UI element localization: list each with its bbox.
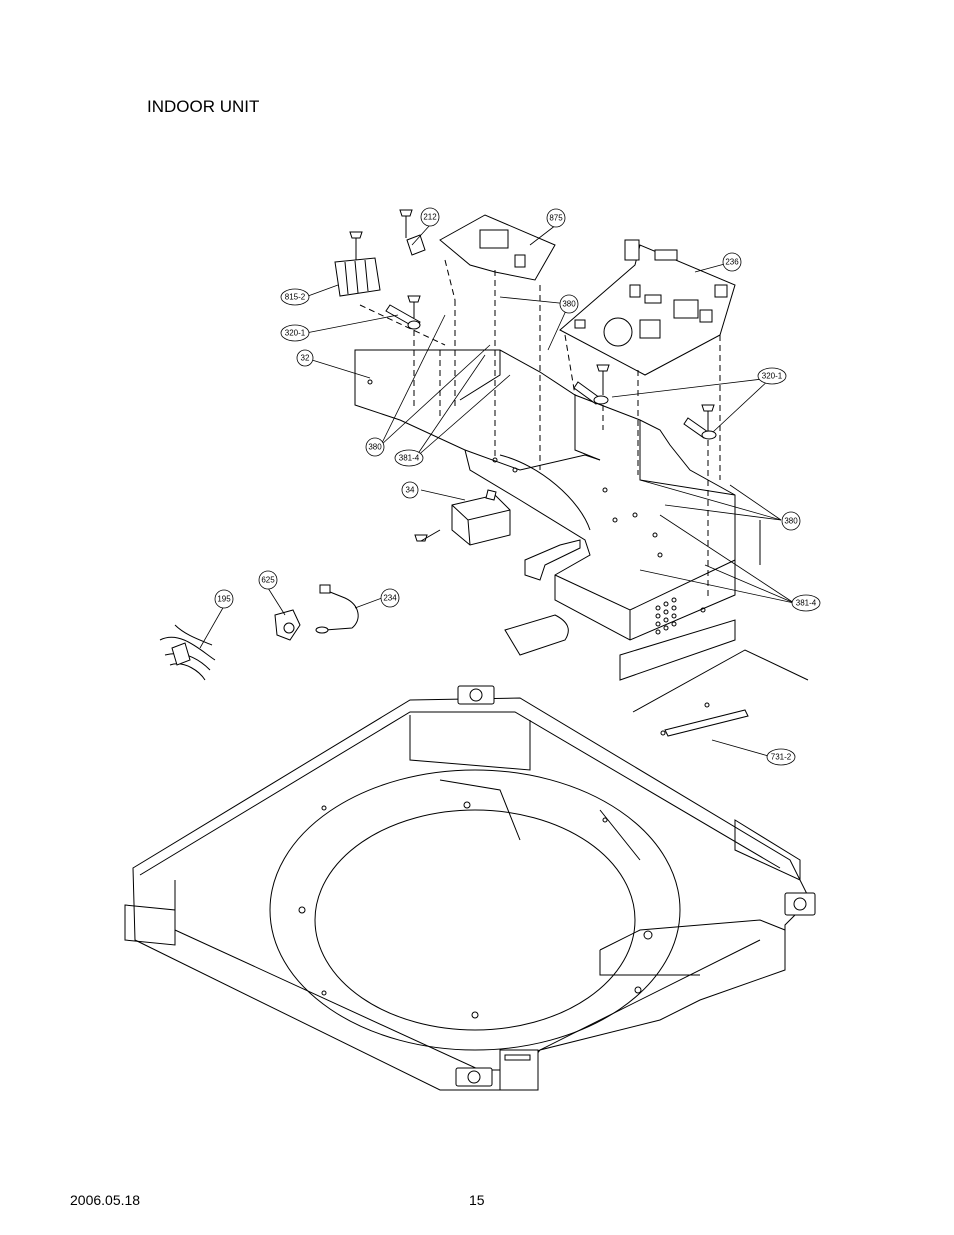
svg-text:320-1: 320-1 <box>762 372 783 381</box>
footer-date: 2006.05.18 <box>70 1192 141 1208</box>
svg-text:875: 875 <box>549 214 563 223</box>
page-number: 15 <box>469 1192 485 1208</box>
page-title: INDOOR UNIT <box>147 97 260 116</box>
terminal-block-815-2 <box>334 231 381 297</box>
svg-text:212: 212 <box>423 213 437 222</box>
pcb-236 <box>559 239 736 376</box>
vent-holes <box>655 597 677 635</box>
svg-text:815-2: 815-2 <box>285 293 306 302</box>
callout-32: 32 <box>296 349 314 367</box>
thermistor-234 <box>315 584 359 634</box>
cover-plate-731-2 <box>632 649 809 737</box>
assembly-lines <box>359 259 721 600</box>
callout-815-2: 815-2 <box>280 288 310 306</box>
callout-875: 875 <box>546 208 566 228</box>
callout-381-4-a: 381-4 <box>394 449 424 467</box>
svg-text:380: 380 <box>562 300 576 309</box>
svg-text:625: 625 <box>261 576 275 585</box>
callout-625: 625 <box>258 570 278 590</box>
svg-text:195: 195 <box>217 595 231 604</box>
callout-212: 212 <box>420 207 440 227</box>
svg-text:731-2: 731-2 <box>771 753 792 762</box>
capacitor-34 <box>451 489 511 546</box>
svg-text:34: 34 <box>406 486 415 495</box>
callout-320-1-b: 320-1 <box>757 367 787 385</box>
screws <box>385 209 717 542</box>
callout-380-c: 380 <box>781 511 801 531</box>
callout-34: 34 <box>401 481 419 499</box>
drain-pan <box>124 685 816 1091</box>
callout-195: 195 <box>214 589 234 609</box>
pcb-875 <box>439 214 556 281</box>
callout-380-a: 380 <box>559 294 579 314</box>
leader-lines <box>199 224 795 758</box>
callout-381-4-b: 381-4 <box>791 594 821 612</box>
svg-text:380: 380 <box>368 443 382 452</box>
control-box-assembly <box>354 349 761 681</box>
callout-234: 234 <box>380 588 400 608</box>
callout-380-b: 380 <box>365 437 385 457</box>
callout-236: 236 <box>722 252 742 272</box>
svg-text:380: 380 <box>784 517 798 526</box>
svg-text:320-1: 320-1 <box>285 329 306 338</box>
wire-harness-195 <box>159 624 216 681</box>
callout-731-2: 731-2 <box>766 748 796 766</box>
callout-320-1-a: 320-1 <box>280 324 310 342</box>
svg-text:234: 234 <box>383 594 397 603</box>
connector-625 <box>274 609 301 641</box>
svg-text:381-4: 381-4 <box>399 454 420 463</box>
svg-text:236: 236 <box>725 258 739 267</box>
svg-text:32: 32 <box>301 354 310 363</box>
svg-text:381-4: 381-4 <box>796 599 817 608</box>
